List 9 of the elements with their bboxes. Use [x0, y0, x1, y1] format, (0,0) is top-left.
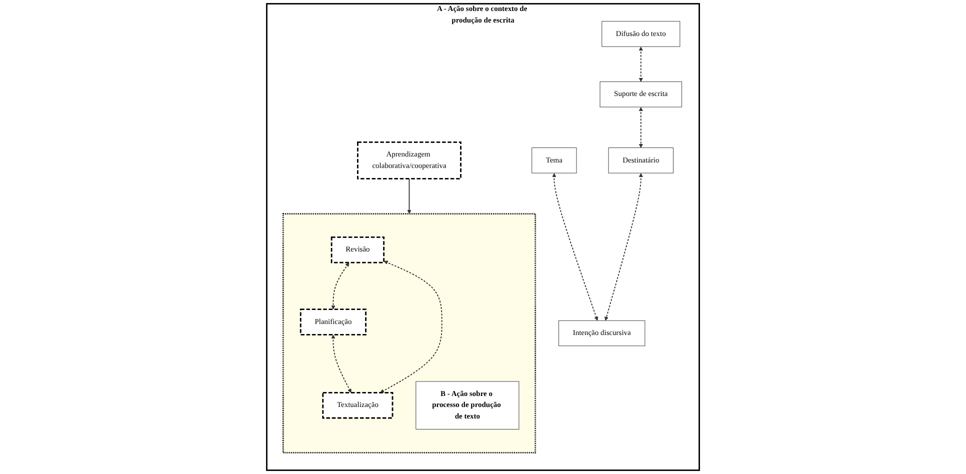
cluster [282, 213, 536, 454]
arrow [604, 173, 643, 321]
arrow [407, 178, 412, 214]
arrow [552, 173, 598, 321]
arrow [331, 334, 352, 393]
arrow [380, 260, 442, 393]
arrow [638, 46, 643, 82]
arrow [331, 262, 350, 310]
arrow [638, 107, 643, 148]
